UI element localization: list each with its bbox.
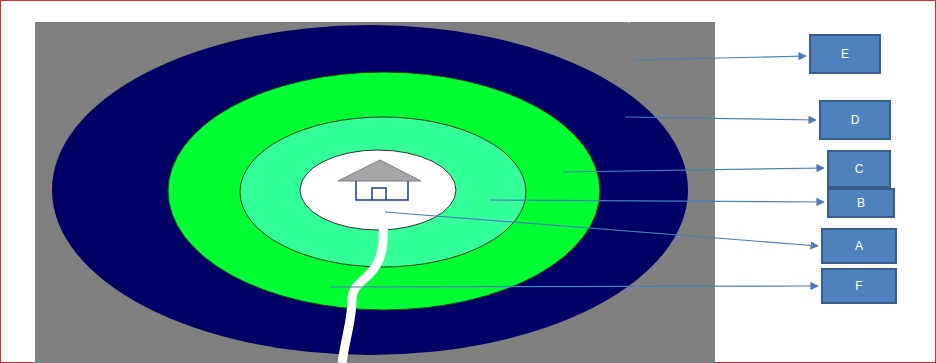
- ground-area: [35, 22, 715, 363]
- zone-letter: D: [851, 113, 860, 127]
- road: [342, 208, 384, 363]
- zone-letter: F: [855, 279, 862, 293]
- leader-line: [385, 212, 818, 246]
- house-roof: [338, 160, 421, 181]
- zone-letter: A: [855, 239, 863, 253]
- label-box: B: [827, 188, 895, 218]
- leader-line: [635, 56, 806, 60]
- leader-line: [625, 117, 816, 120]
- leader-line: [563, 168, 824, 172]
- center-zone: [300, 150, 456, 230]
- zone-letter: C: [855, 162, 864, 176]
- zone-letter: E: [841, 47, 849, 61]
- label-box: C: [827, 150, 891, 188]
- middle-ring: [168, 72, 600, 310]
- white-mark: [548, 4, 630, 22]
- leader-line: [490, 200, 824, 202]
- outer-ring: [52, 25, 688, 355]
- house-body: [356, 181, 408, 200]
- leader-lines: [330, 56, 824, 287]
- label-box: D: [819, 100, 891, 140]
- label-box: A: [821, 228, 897, 264]
- leader-line: [330, 286, 818, 287]
- label-box: F: [821, 268, 897, 304]
- label-box: E: [809, 34, 881, 74]
- zone-letter: B: [857, 196, 865, 210]
